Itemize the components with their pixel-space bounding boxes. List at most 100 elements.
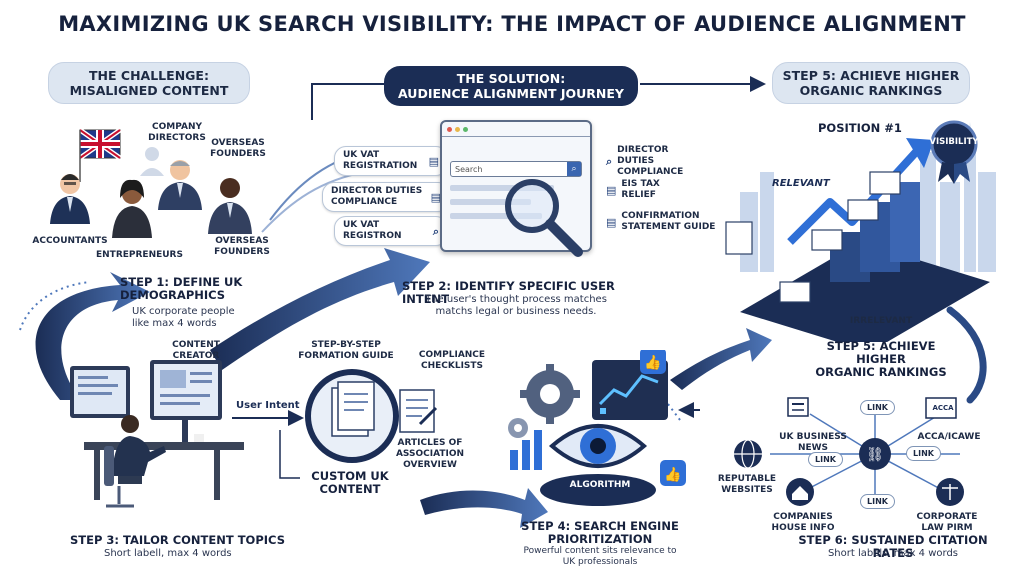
label-custom-uk-content: Custom UK Content: [311, 469, 389, 496]
search-button-icon[interactable]: ⌕: [567, 162, 581, 176]
step4-title: Step 4: Search Engine Prioritization: [520, 520, 680, 546]
chip-label: Confirmation Statement Guide: [621, 211, 716, 232]
step5-mid-title: Step 5: Achieve Higher Organic Rankings: [806, 340, 956, 379]
solution-header-line1: The Solution:: [456, 71, 566, 86]
label-reputable-websites: Reputable Websites: [717, 474, 777, 495]
search-icon: ⌕: [606, 155, 613, 168]
label-accountants: Accountants: [32, 236, 108, 246]
rankings-illustration: [725, 120, 996, 342]
label-corporate-law: Corporate Law Pirm: [916, 512, 978, 533]
chip-label: Director Duties Compliance: [331, 186, 423, 207]
label-content-creator: Content Creator: [172, 340, 220, 361]
acca-logo-text: ACCA: [932, 404, 954, 412]
label-company-directors: Company Directors: [148, 122, 206, 143]
custom-content-illustration: [305, 369, 438, 463]
chip-eis-tax-relief[interactable]: ▤ EIS Tax Relief: [598, 176, 694, 204]
citation-network: ⛓: [734, 397, 964, 506]
person-creator-icon: [104, 415, 166, 508]
magnifier-icon: [505, 179, 583, 257]
document-icon: ▤: [428, 154, 439, 168]
step5-header: Step 5: Achieve Higher Organic Rankings: [772, 62, 970, 104]
monitor-left-icon: [70, 366, 130, 418]
position-1-label: Position #1: [818, 121, 902, 135]
swoosh-mid: [210, 248, 430, 370]
chip-label: EIS Tax Relief: [621, 179, 660, 200]
step6-title: Step 6: Sustained Citation Rates: [798, 533, 988, 560]
search-bar[interactable]: Search ⌕: [450, 161, 582, 177]
label-overseas-founders-bottom: Overseas Founders: [214, 236, 270, 257]
step5-mid-line1: Step 5: Achieve Higher: [826, 339, 936, 366]
label-acca-icawe: ACCA/ICAWE: [917, 432, 981, 442]
gear-icon: [520, 364, 580, 424]
swoosh-bottom: [420, 488, 548, 528]
gear-small-icon: [508, 418, 528, 438]
label-user-intent: User Intent: [236, 400, 300, 411]
challenge-people-illustration: [50, 127, 252, 238]
monitor-right-icon: [150, 360, 222, 442]
window-dot-yellow: [455, 126, 460, 132]
step4-title-line1: Step 4: Search Engine: [521, 519, 679, 533]
bar-chart-icon: [510, 430, 542, 470]
document-icon: ▤: [606, 183, 617, 197]
visibility-badge-label: Visibility: [929, 137, 979, 147]
chip-label: UK VAT Registration: [343, 150, 418, 171]
chip-director-duties-right[interactable]: ⌕ Director Duties Compliance: [598, 142, 714, 181]
algorithm-label: Algorithm: [569, 480, 631, 490]
challenge-header: The Challenge: Misaligned Content: [48, 62, 250, 104]
step2-title: Step 2: Identify Specific User Intent: [402, 279, 615, 306]
svg-text:👍: 👍: [664, 466, 681, 483]
step4-title-line2: Prioritization: [547, 532, 653, 546]
swoosh-right: [946, 306, 987, 404]
document-stack-icon: [331, 381, 375, 437]
content-creator-illustration: [70, 360, 244, 508]
step4-desc: Powerful content sits relevance to UK pr…: [523, 546, 677, 567]
step1-title-line2: Demographics: [120, 288, 226, 302]
step3-desc: Short labell, max 4 words: [104, 548, 232, 559]
link-tag: Link: [860, 494, 895, 509]
ranking-steps: [740, 182, 990, 342]
irrelevant-label: Irrelevant: [849, 316, 913, 326]
link-tag: Link: [906, 446, 941, 461]
document-icon: ▤: [606, 215, 617, 229]
chip-director-duties-left[interactable]: Director Duties Compliance ▤: [322, 182, 450, 212]
window-dot-green: [463, 126, 468, 132]
solution-header-line2: Audience Alignment Journey: [398, 86, 624, 101]
challenge-header-line1: The Challenge:: [89, 68, 209, 83]
director-ghost-icon: [140, 147, 164, 176]
person-entrepreneur-icon: [112, 179, 152, 238]
label-uk-business-news: UK Business News: [779, 432, 847, 453]
uk-flag-icon: [78, 127, 122, 182]
search-placeholder: Search: [455, 164, 483, 174]
step1-title-line1: Step 1: Define UK: [120, 275, 243, 289]
chip-uk-vat-registration[interactable]: UK VAT Registration ▤: [334, 146, 448, 176]
document-icon: ▤: [430, 190, 441, 204]
page-title: Maximizing UK Search Visibility: The Imp…: [58, 12, 966, 36]
connector-line-top: [311, 83, 384, 120]
svg-text:⛓: ⛓: [866, 447, 884, 463]
step1-title: Step 1: Define UK Demographics: [120, 276, 270, 302]
chip-uk-vat-registron[interactable]: UK VAT Registron ⌕: [334, 216, 448, 246]
step2-desc: The user's thought process matches match…: [425, 294, 607, 317]
step6-desc: Short labels, max 4 words: [827, 548, 959, 559]
result-line: [450, 199, 532, 205]
document-icon: [725, 171, 901, 303]
swoosh-step4-up: [670, 328, 772, 390]
chip-confirmation-statement[interactable]: ▤ Confirmation Statement Guide: [598, 208, 724, 236]
algorithm-illustration: 👍 👍: [508, 350, 686, 506]
link-hub-icon: [859, 438, 891, 470]
search-icon: ⌕: [432, 224, 439, 238]
person-director-icon: [158, 160, 202, 210]
label-entrepreneurs: Entrepreneurs: [96, 250, 183, 260]
solution-header: The Solution: Audience Alignment Journey: [384, 66, 638, 106]
news-icon: [787, 397, 809, 417]
house-icon: [786, 478, 814, 506]
label-articles: Articles of Association Overview: [395, 438, 465, 470]
person-accountant-icon: [50, 174, 90, 224]
person-overseas-founder-icon: [208, 178, 252, 234]
label-overseas-founders-top: Overseas Founders: [210, 138, 266, 159]
challenge-header-line2: Misaligned Content: [69, 83, 229, 98]
swoosh-left: [35, 272, 150, 400]
thumbs-up-icon: 👍: [660, 460, 686, 486]
chip-label: UK VAT Registron: [343, 220, 402, 241]
